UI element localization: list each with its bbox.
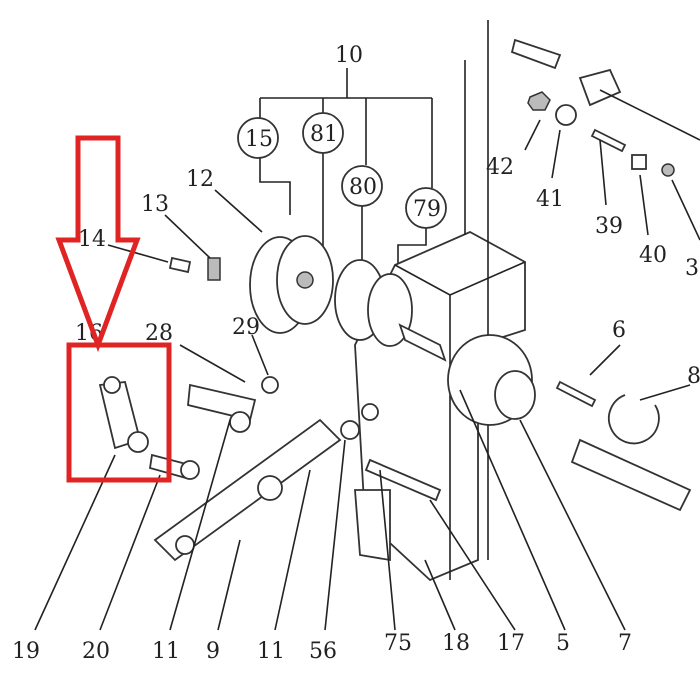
label-12: 12 <box>186 167 214 192</box>
label-7: 7 <box>618 631 632 656</box>
label-19: 19 <box>12 639 40 664</box>
label-56: 56 <box>309 639 337 664</box>
label-11-b: 11 <box>257 639 285 664</box>
label-8: 8 <box>687 364 700 389</box>
label-6: 6 <box>612 318 626 343</box>
label-42: 42 <box>486 155 514 180</box>
cam-assembly <box>249 235 536 426</box>
part-20-pin <box>148 453 200 480</box>
svg-text:80: 80 <box>349 175 377 200</box>
shaft-part-8-area <box>555 380 692 512</box>
red-arrow-down-icon <box>55 135 141 353</box>
leader-lines <box>34 344 691 631</box>
label-40: 40 <box>639 243 667 268</box>
label-9: 9 <box>206 639 220 664</box>
top-right-parts <box>510 38 700 241</box>
circled-label-15: 15 <box>237 117 279 159</box>
label-11: 11 <box>152 639 180 664</box>
circled-label-81: 81 <box>302 112 344 154</box>
small-parts-left <box>107 189 442 562</box>
label-14: 14 <box>78 227 106 252</box>
label-17: 17 <box>497 631 525 656</box>
bottom-labels: 19 20 11 9 11 56 75 18 17 5 7 <box>12 631 632 664</box>
label-3: 3 <box>685 256 699 281</box>
label-75: 75 <box>384 631 412 656</box>
label-13: 13 <box>141 192 169 217</box>
label-18: 18 <box>442 631 470 656</box>
red-highlight-box <box>66 342 172 483</box>
svg-text:81: 81 <box>310 122 338 147</box>
label-28: 28 <box>145 321 173 346</box>
group-bracket-10 <box>259 68 433 290</box>
label-10: 10 <box>335 43 363 68</box>
circled-label-80: 80 <box>341 165 383 207</box>
label-41: 41 <box>536 187 564 212</box>
label-39: 39 <box>595 214 623 239</box>
part-19-link <box>98 376 149 453</box>
circled-label-79: 79 <box>405 187 447 229</box>
svg-text:15: 15 <box>245 127 273 152</box>
label-29: 29 <box>232 315 260 340</box>
label-20: 20 <box>82 639 110 664</box>
label-5: 5 <box>556 631 570 656</box>
svg-text:79: 79 <box>413 197 441 222</box>
